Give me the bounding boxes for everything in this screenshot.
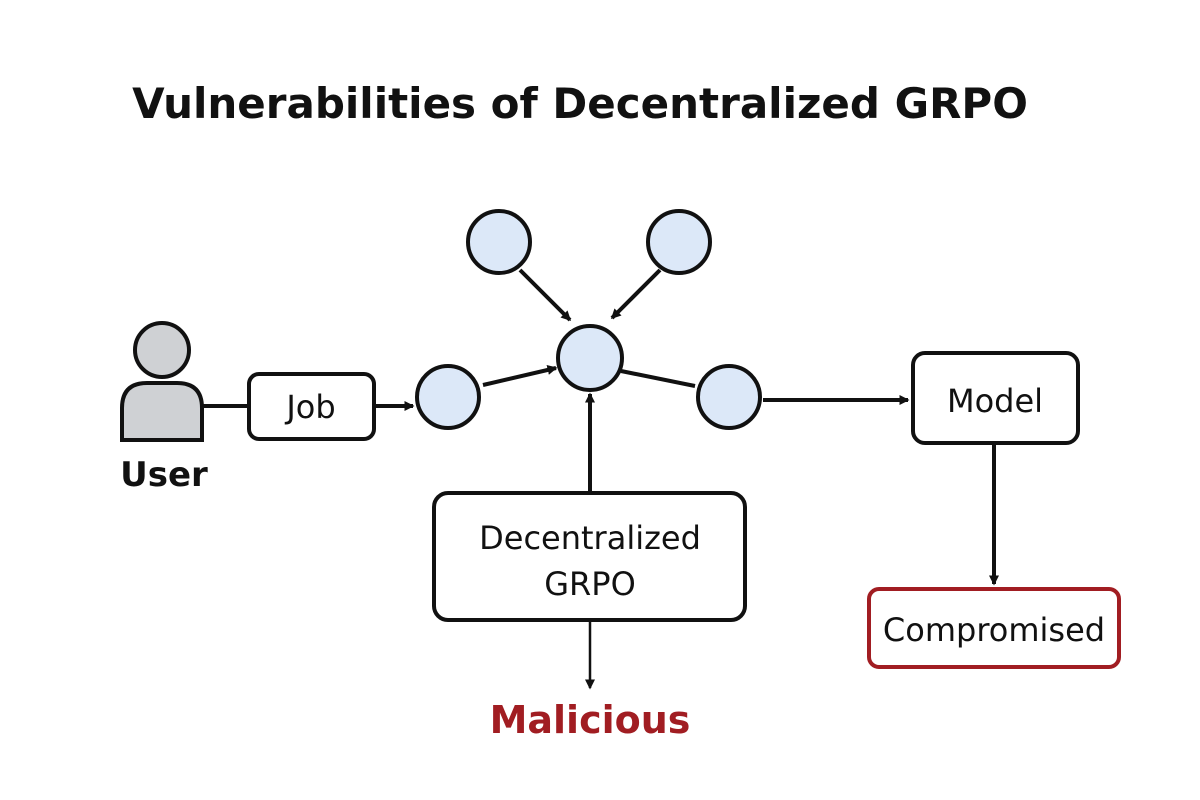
compromised-box <box>867 587 1121 669</box>
decentralized-grpo-box <box>432 491 747 622</box>
model-label: Model <box>947 382 1043 420</box>
node-center-compromised <box>556 324 624 392</box>
job-label: Job <box>284 388 335 426</box>
edge-top-right-to-center <box>610 268 662 320</box>
job-box <box>247 372 376 441</box>
grpo-label-line1: Decentralized <box>479 519 701 557</box>
malicious-label: Malicious <box>490 698 691 742</box>
edge-center-to-right-node <box>620 369 696 388</box>
edge-top-left-to-center <box>518 268 572 322</box>
user-body <box>120 381 204 442</box>
node-top-right <box>646 209 712 275</box>
node-left <box>415 364 481 430</box>
node-right <box>696 364 762 430</box>
user-icon <box>120 321 204 442</box>
node-top-left <box>466 209 532 275</box>
user-head <box>133 321 191 379</box>
compromised-label: Compromised <box>883 611 1105 649</box>
grpo-label-line2: GRPO <box>544 565 636 603</box>
diagram-title: Vulnerabilities of Decentralized GRPO <box>132 79 1028 128</box>
edge-left-node-to-center <box>482 365 558 387</box>
user-label: User <box>120 455 208 495</box>
model-box <box>911 351 1080 445</box>
